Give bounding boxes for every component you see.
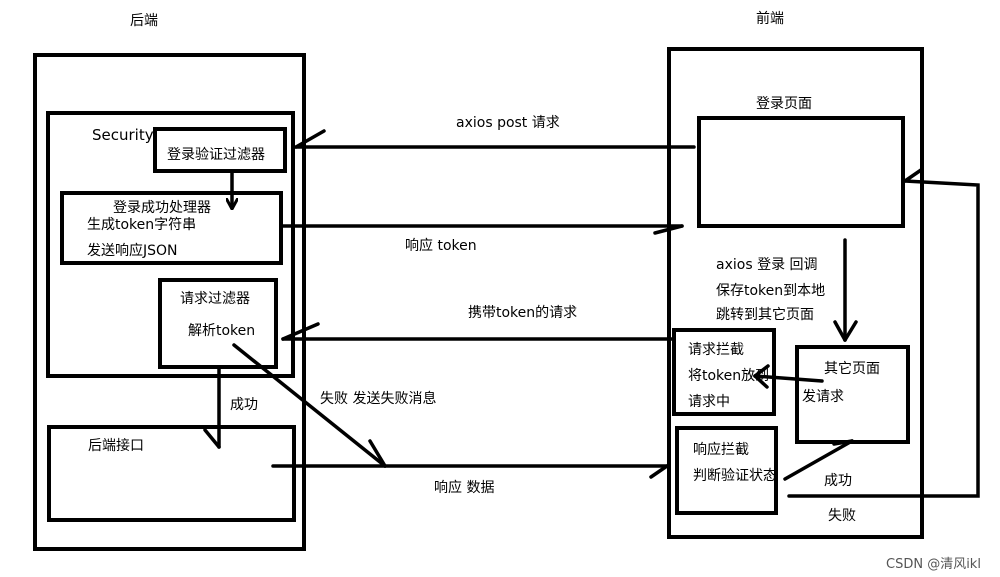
backend-api-box	[47, 425, 296, 522]
backend-title: 后端	[130, 13, 158, 29]
arrow-other-to-interceptor	[753, 374, 824, 383]
req-interceptor-line1: 请求拦截	[688, 342, 744, 358]
arrow-success-to-other	[783, 439, 854, 481]
security-label: Security	[92, 126, 154, 144]
req-interceptor-line2: 将token放到	[688, 368, 770, 384]
watermark: CSDN @清风ikl	[886, 557, 981, 572]
callback-line1: axios 登录 回调	[716, 257, 818, 273]
backend-container	[33, 53, 306, 551]
post-request-label: axios post 请求	[456, 115, 560, 131]
success-handler-box	[60, 191, 283, 265]
fail-message-label: 失败 发送失败消息	[320, 391, 437, 407]
response-interceptor-box	[675, 426, 778, 515]
success-handler-line1: 登录成功处理器	[113, 200, 211, 216]
token-request-label: 携带token的请求	[468, 305, 578, 321]
login-filter-box	[153, 127, 287, 173]
login-page-box	[697, 116, 905, 228]
other-page-line1: 其它页面	[824, 361, 880, 377]
request-filter-line1: 请求过滤器	[180, 291, 250, 307]
success-handler-line3: 发送响应JSON	[87, 243, 178, 259]
request-filter-line2: 解析token	[188, 323, 256, 339]
frontend-title: 前端	[756, 11, 784, 27]
frontend-success-label: 成功	[824, 473, 852, 489]
arrow-fail	[232, 343, 387, 468]
resp-interceptor-line2: 判断验证状态	[693, 468, 777, 484]
login-page-label: 登录页面	[756, 96, 812, 112]
data-response-label: 响应 数据	[434, 480, 495, 496]
arrow-fail-loop	[787, 179, 980, 498]
request-interceptor-box	[672, 328, 776, 416]
backend-api-label: 后端接口	[88, 438, 144, 454]
token-response-label: 响应 token	[405, 238, 477, 254]
other-page-line2: 发请求	[802, 389, 844, 405]
callback-line2: 保存token到本地	[716, 283, 826, 299]
success-handler-line2: 生成token字符串	[87, 217, 197, 233]
callback-line3: 跳转到其它页面	[716, 307, 814, 323]
req-interceptor-line3: 请求中	[688, 394, 730, 410]
frontend-fail-label: 失败	[828, 508, 856, 524]
frontend-container	[667, 47, 924, 539]
security-container	[46, 111, 295, 378]
login-filter-label: 登录验证过滤器	[167, 147, 265, 163]
backend-success-label: 成功	[230, 397, 258, 413]
resp-interceptor-line1: 响应拦截	[693, 442, 749, 458]
